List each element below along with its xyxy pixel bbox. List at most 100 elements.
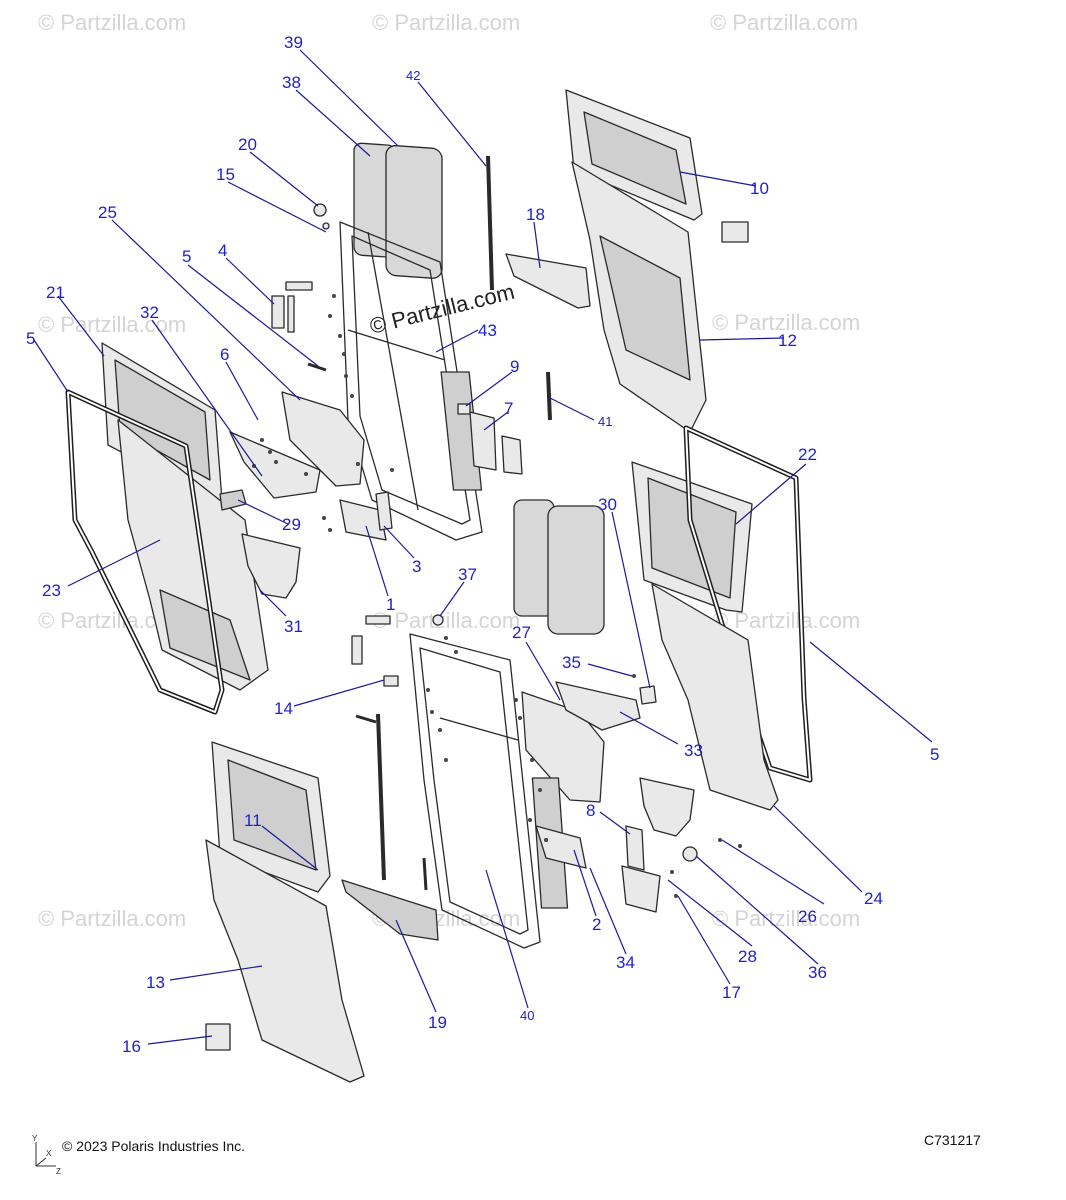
- hinge-strap-2: [535, 825, 587, 869]
- striker-30: [639, 685, 657, 705]
- callout-5-upper: 5: [182, 247, 191, 266]
- callout-2: 2: [592, 915, 601, 934]
- watermark-text: © Partzilla.com: [712, 608, 860, 633]
- clip-9: [457, 403, 471, 415]
- handle-16: [205, 1023, 231, 1051]
- handle-bracket-33: [555, 681, 641, 731]
- cap-37: [432, 614, 444, 626]
- callout-7: 7: [504, 399, 513, 418]
- callout-42: 42: [406, 68, 420, 83]
- callout-43: 43: [478, 321, 497, 340]
- callout-36: 36: [808, 963, 827, 982]
- callout-26: 26: [798, 907, 817, 926]
- callout-12: 12: [778, 331, 797, 350]
- callout-8: 8: [586, 801, 595, 820]
- watermark-text: © Partzilla.com: [372, 10, 520, 35]
- callout-16: 16: [122, 1037, 141, 1056]
- callout-10: 10: [750, 179, 769, 198]
- axis-x-label: X: [46, 1149, 52, 1158]
- door-frame-40: [409, 633, 569, 949]
- watermark-text: © Partzilla.com: [712, 906, 860, 931]
- callout-22: 22: [798, 445, 817, 464]
- callout-18: 18: [526, 205, 545, 224]
- window-glass-38-39: [353, 142, 443, 279]
- callout-23: 23: [42, 581, 61, 600]
- callout-27: 27: [512, 623, 531, 642]
- callout-31: 31: [284, 617, 303, 636]
- copyright-text: © 2023 Polaris Industries Inc.: [62, 1138, 246, 1154]
- small-handle-14: [351, 615, 399, 687]
- lock-18: [505, 253, 591, 309]
- rod-5-upper: [307, 362, 327, 372]
- callout-4: 4: [218, 241, 227, 260]
- callout-14: 14: [274, 699, 293, 718]
- pin-41: [546, 371, 552, 421]
- callout-5-right: 5: [930, 745, 939, 764]
- door-frame-10: [565, 89, 703, 221]
- watermark-text: © Partzilla.com: [712, 310, 860, 335]
- watermark-text: © Partzilla.com: [38, 906, 186, 931]
- window-rail-42: [486, 155, 494, 291]
- callout-28: 28: [738, 947, 757, 966]
- callout-21: 21: [46, 283, 65, 302]
- callout-24: 24: [864, 889, 883, 908]
- callout-6: 6: [220, 345, 229, 364]
- callout-5-left: 5: [26, 329, 35, 348]
- callout-40: 40: [520, 1008, 534, 1023]
- rod-40: [355, 713, 428, 891]
- callout-39: 39: [284, 33, 303, 52]
- hinge-strap-1: [339, 499, 387, 541]
- callout-numbers: 39 38 42 20 15 25 5 4 21 32 5 6 10 18 12…: [26, 33, 939, 1056]
- watermark-text: © Partzilla.com: [38, 10, 186, 35]
- door-panel-13: [205, 839, 365, 1083]
- callout-11: 11: [244, 811, 262, 830]
- callout-20: 20: [238, 135, 257, 154]
- handle-bracket-32: [229, 431, 321, 499]
- small-handle-4: [271, 281, 313, 333]
- callout-41: 41: [598, 414, 612, 429]
- storage-bin-31: [241, 533, 301, 599]
- fasteners: [252, 294, 742, 898]
- callout-1: 1: [386, 595, 395, 614]
- callout-32: 32: [140, 303, 159, 322]
- callout-13: 13: [146, 973, 165, 992]
- trim-piece-19: [341, 879, 439, 941]
- watermark-text: © Partzilla.com: [372, 608, 520, 633]
- callout-9: 9: [510, 357, 519, 376]
- door-frame-22: [631, 461, 753, 613]
- callout-30: 30: [598, 495, 617, 514]
- callout-3: 3: [412, 557, 421, 576]
- callout-29: 29: [282, 515, 301, 534]
- callout-17: 17: [722, 983, 741, 1002]
- door-seal-5-right: [683, 425, 813, 783]
- storage-bin-right: [639, 777, 695, 837]
- axis-y-label: Y: [32, 1134, 38, 1143]
- trim-piece-29: [219, 489, 247, 511]
- watermark-text: © Partzilla.com: [710, 10, 858, 35]
- callout-15: 15: [216, 165, 235, 184]
- callout-25: 25: [98, 203, 117, 222]
- bracket-3: [375, 491, 393, 531]
- door-frame-11: [211, 741, 331, 893]
- callout-34: 34: [616, 953, 635, 972]
- latch-8: [621, 825, 661, 913]
- door-seal-5-left: [65, 389, 225, 715]
- cap-20-15: [313, 203, 330, 230]
- window-glass-right: [513, 499, 605, 635]
- door-panel-24: [651, 583, 779, 811]
- callout-33: 33: [684, 741, 703, 760]
- leader-lines: [33, 49, 933, 1045]
- handle-36: [682, 846, 698, 862]
- latch-plate-25: [281, 391, 365, 487]
- callout-35: 35: [562, 653, 581, 672]
- watermark-text: © Partzilla.com: [38, 312, 186, 337]
- callout-19: 19: [428, 1013, 447, 1032]
- door-panel-12: [571, 161, 707, 433]
- small-bracket-10: [721, 221, 749, 243]
- figure-id: C731217: [924, 1132, 981, 1148]
- callout-38: 38: [282, 73, 301, 92]
- callout-37: 37: [458, 565, 477, 584]
- door-panel-23: [117, 419, 269, 691]
- axis-z-label: Z: [56, 1167, 61, 1176]
